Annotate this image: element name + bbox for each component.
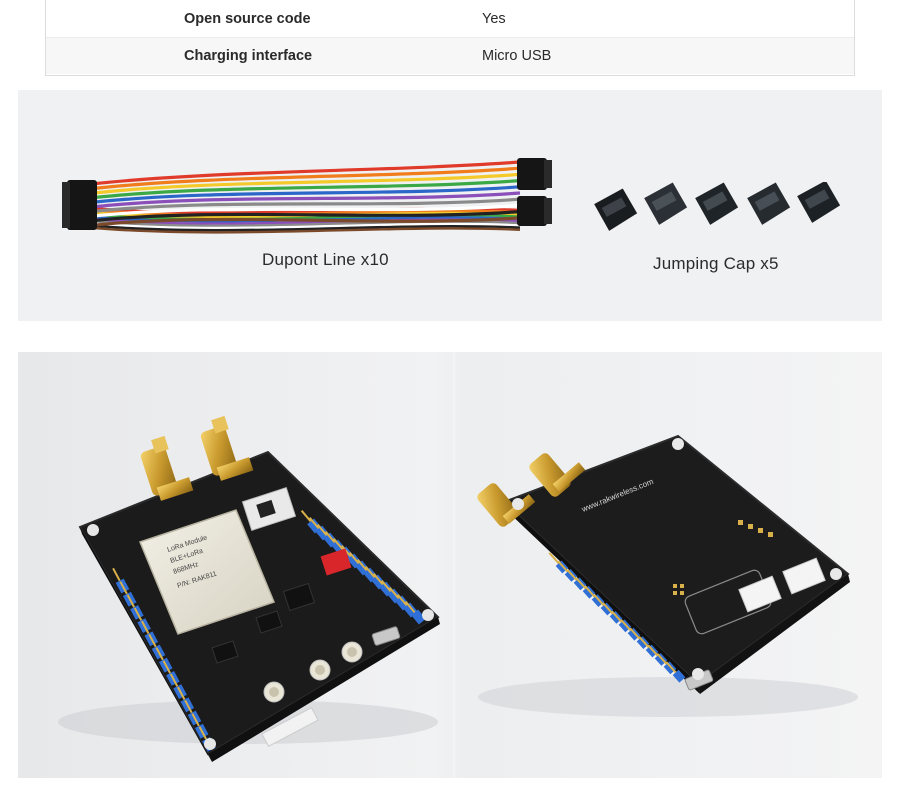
dupont-line-image: [62, 158, 552, 234]
sma-connector: [529, 453, 586, 497]
jumping-cap-label: Jumping Cap x5: [653, 254, 779, 273]
header-pin: [672, 669, 686, 683]
dupont-wire: [91, 166, 521, 191]
dupont-line-label: Dupont Line x10: [262, 250, 389, 269]
photo-divider: [453, 352, 455, 778]
jumper-cap: [747, 182, 791, 225]
dupont-wire: [91, 210, 521, 223]
back-header-pins: [548, 552, 686, 683]
dupont-wire: [91, 216, 521, 227]
red-jumper: [320, 548, 352, 576]
dupont-wire: [91, 226, 521, 234]
dupont-wire: [91, 203, 521, 218]
ic-chip: [255, 610, 283, 634]
dupont-wire: [91, 172, 521, 195]
jumper-cap: [695, 182, 739, 225]
lora-module: LoRa Module BLE+LoRa 868MHz P/N: RAK811: [138, 509, 276, 635]
spec-row: Charging interface Micro USB: [46, 37, 854, 74]
sma-connector: [140, 435, 194, 501]
dupont-wire: [91, 224, 521, 232]
jumper-cap: [594, 188, 638, 231]
dupont-wires: [91, 160, 521, 234]
dupont-wire: [91, 197, 521, 214]
spec-row: Open source code Yes: [46, 0, 854, 37]
jst-connector: [738, 575, 782, 613]
spec-key: Open source code: [184, 10, 311, 27]
micro-usb-port: [371, 626, 401, 646]
spec-value: Micro USB: [482, 48, 552, 64]
jumper-caps-image: [594, 182, 841, 231]
sma-connector: [200, 415, 254, 481]
jumper-cap: [644, 182, 688, 225]
spec-table: Open source code Yes Charging interface …: [45, 0, 855, 76]
dupont-wire: [91, 179, 521, 200]
back-board: www.rakwireless.com: [477, 434, 858, 717]
right-connectors: [517, 158, 552, 226]
left-connectors: [62, 180, 97, 230]
jst-connector: [261, 706, 319, 748]
front-board: LoRa Module BLE+LoRa 868MHz P/N: RAK811: [58, 415, 440, 762]
gold-pads: [673, 520, 773, 595]
ic-chip: [211, 640, 239, 664]
dupont-wire: [91, 160, 521, 186]
jumper-cap: [797, 182, 841, 223]
ic-chip: [282, 582, 316, 612]
spec-key: Charging interface: [184, 48, 313, 64]
jst-connector: [782, 557, 826, 595]
board-photos: LoRa Module BLE+LoRa 868MHz P/N: RAK811: [58, 415, 858, 762]
dupont-wire: [91, 191, 521, 209]
dupont-wire: [91, 185, 521, 204]
accessories-panel: Dupont Line x10 Jumping Cap x5: [18, 90, 882, 321]
product-photos-panel: LoRa Module BLE+LoRa 868MHz P/N: RAK811: [18, 352, 882, 778]
spec-value: Yes: [482, 10, 506, 27]
header-pin: [411, 609, 426, 625]
dupont-wire: [91, 222, 521, 230]
